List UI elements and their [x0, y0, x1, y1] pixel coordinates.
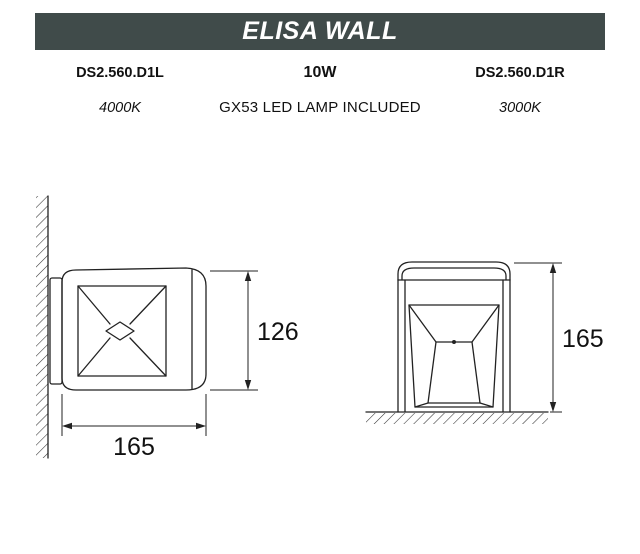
arrowhead [244, 380, 252, 390]
front-view-drawing [365, 261, 549, 424]
side-recess-panel [77, 285, 167, 377]
front-window-outer [408, 304, 500, 408]
dim-label-side-width: 165 [113, 433, 155, 461]
side-view-drawing [36, 195, 207, 459]
technical-drawings: 126 165 [36, 195, 604, 461]
front-window-inner [427, 341, 481, 404]
dim-label-front-height: 165 [562, 325, 604, 353]
arrowhead [244, 271, 252, 281]
wattage: 10W [303, 64, 337, 81]
lamp-body-front [397, 279, 511, 413]
spec-row-details: 4000K GX53 LED LAMP INCLUDED 3000K [30, 99, 610, 116]
dim-label-side-height: 126 [257, 318, 299, 346]
front-window [408, 304, 500, 408]
color-temp-right: 3000K [499, 99, 541, 116]
side-lens-diamond [105, 321, 135, 341]
wall-hatch [36, 196, 48, 458]
mounting-plate [49, 277, 63, 385]
front-lens-center [452, 340, 456, 344]
ground-hatch [366, 413, 548, 424]
title-banner: ELISA WALL [35, 13, 605, 50]
product-title: ELISA WALL [242, 17, 398, 45]
color-temp-left: 4000K [99, 99, 141, 116]
arrowhead [62, 422, 72, 430]
model-code-right: DS2.560.D1R [475, 65, 565, 81]
arrowhead [196, 422, 206, 430]
spec-row-codes: DS2.560.D1L 10W DS2.560.D1R [30, 64, 610, 82]
dimension-side-height: 126 [210, 270, 299, 391]
lamp-cap-inner [401, 267, 507, 281]
dimension-front-height: 165 [514, 262, 604, 413]
side-facet-lines [77, 285, 167, 377]
arrowhead [549, 263, 557, 273]
lamp-body-side [61, 267, 207, 391]
lamp-cap-outer [397, 261, 511, 281]
dimension-side-width: 165 [61, 394, 207, 461]
model-code-left: DS2.560.D1L [76, 65, 164, 81]
arrowhead [549, 402, 557, 412]
lamp-included-note: GX53 LED LAMP INCLUDED [219, 99, 421, 116]
